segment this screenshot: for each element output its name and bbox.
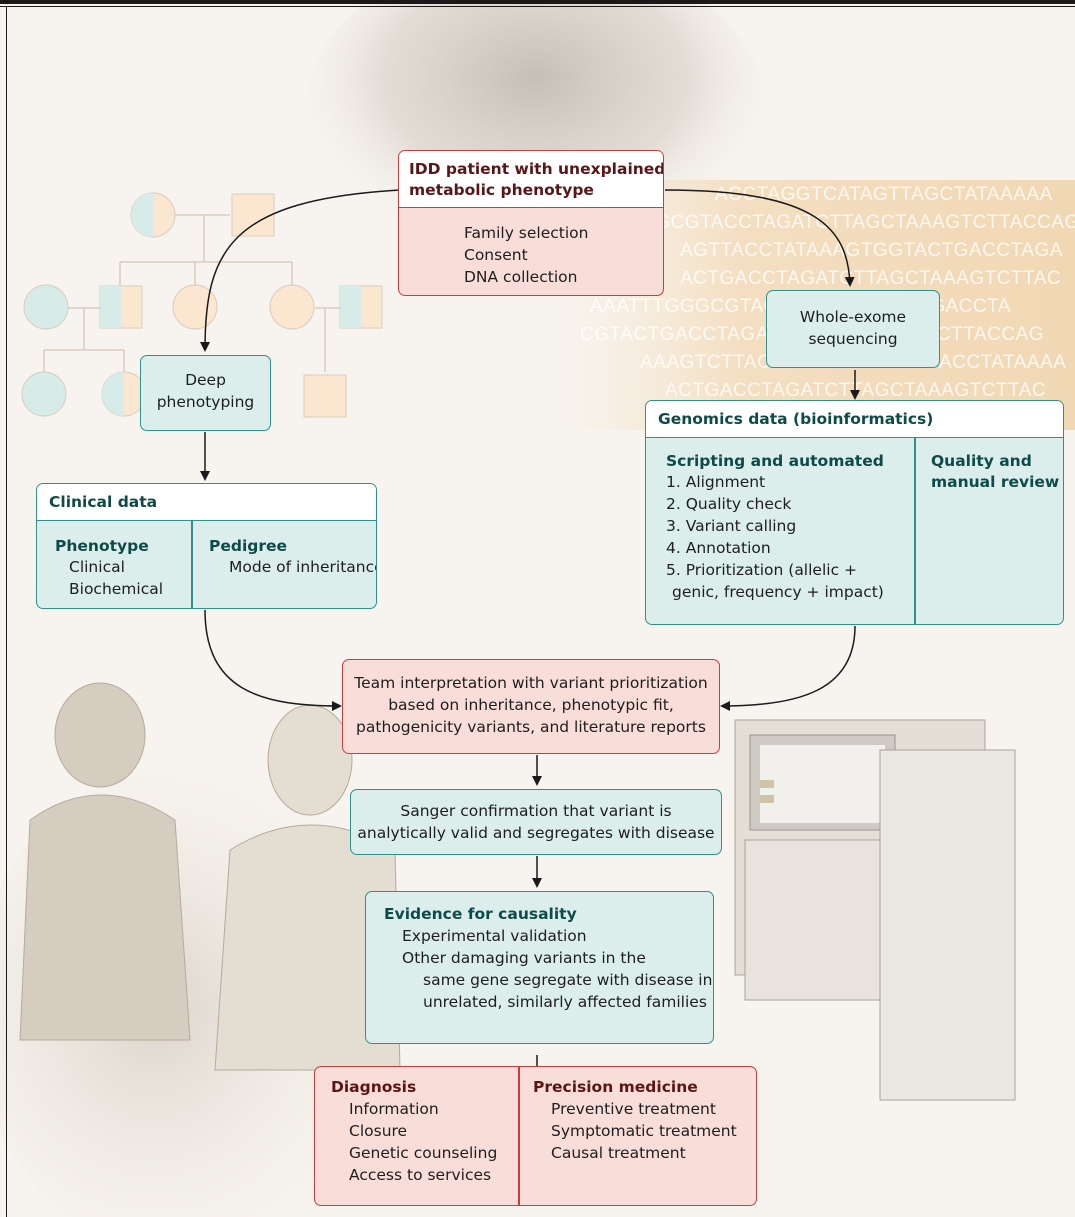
patient-figure (19, 682, 191, 1041)
arrow-to-whole-exome (664, 189, 855, 287)
outcomes-box: Diagnosis Information Closure Genetic co… (314, 1066, 757, 1206)
genomics-step: 2. Quality check (666, 495, 792, 513)
patient-box: IDD patient with unexplained metabolic p… (398, 150, 664, 296)
whole-exome-box: Whole-exome sequencing (766, 290, 940, 368)
genomics-header (646, 401, 1063, 438)
whole-exome-line2: sequencing (808, 330, 898, 348)
clinical-title: Clinical data (49, 493, 158, 511)
deep-phenotyping-box: Deep phenotyping (140, 355, 271, 431)
diagnosis-title: Diagnosis (331, 1078, 417, 1096)
patient-item: DNA collection (464, 268, 578, 286)
frame-border-top (0, 0, 1075, 4)
evidence-item: unrelated, similarly affected families (423, 993, 707, 1011)
pedigree-half-affected-female (130, 192, 176, 238)
patient-item: Family selection (464, 224, 589, 242)
pedigree-half-affected-male (339, 285, 383, 329)
team-line2: based on inheritance, phenotypic fit, (388, 696, 674, 714)
genomics-step: 3. Variant calling (666, 517, 797, 535)
dna-row: ACCTAGGTCATAGTTAGCTATAAAAA (715, 184, 1053, 205)
dna-row: GGCGTACCTAGATCTTAGCTAAAGTCTTACCAG (640, 212, 1075, 233)
sanger-box: Sanger confirmation that variant is anal… (350, 789, 722, 855)
genomics-box: Genomics data (bioinformatics) Scripting… (645, 400, 1064, 625)
dna-row: ACTGACCTAGATCTTAGCTAAAGTCTTAC (680, 268, 1062, 289)
evidence-title: Evidence for causality (384, 905, 577, 923)
diagnosis-item: Closure (349, 1122, 408, 1140)
sequencer-machine (734, 719, 1016, 1101)
evidence-item: Other damaging variants in the (402, 949, 646, 967)
diagnosis-item: Genetic counseling (349, 1144, 498, 1162)
genomics-step: 5. Prioritization (allelic + (666, 561, 858, 579)
deep-phenotyping-line2: phenotyping (156, 393, 255, 411)
precision-item: Symptomatic treatment (551, 1122, 737, 1140)
outcomes-divider (518, 1067, 520, 1205)
pedigree-female (23, 284, 69, 330)
precision-title: Precision medicine (533, 1078, 698, 1096)
sanger-line1: Sanger confirmation that variant is (400, 802, 672, 820)
team-line1: Team interpretation with variant priorit… (354, 674, 708, 692)
sanger-line2: analytically valid and segregates with d… (357, 824, 715, 842)
evidence-box: Evidence for causality Experimental vali… (365, 891, 714, 1044)
quality-title-line1: Quality and (931, 452, 1032, 470)
frame-border-left (6, 6, 7, 1217)
pedigree-item: Mode of inheritance (229, 558, 377, 576)
scripting-title: Scripting and automated (666, 452, 884, 470)
pedigree-male (303, 374, 347, 418)
whole-exome-line1: Whole-exome (799, 308, 907, 326)
clinical-divider (191, 520, 193, 608)
pedigree-female (21, 371, 67, 417)
quality-title-line2: manual review (931, 473, 1060, 491)
frame-border-top-thin (0, 6, 1075, 7)
genomics-step: genic, frequency + impact) (672, 583, 884, 601)
genomics-step: 1. Alignment (666, 473, 766, 491)
phenotype-item: Clinical (69, 558, 125, 576)
diagnosis-item: Access to services (349, 1166, 492, 1184)
arrow-clinical-to-team (204, 609, 342, 711)
patient-title-line2: metabolic phenotype (409, 181, 594, 199)
deep-phenotyping-line1: Deep (185, 371, 226, 389)
team-interpretation-box: Team interpretation with variant priorit… (342, 659, 720, 754)
genomics-divider (914, 437, 916, 624)
dna-row: AGTTACCTATAAAGTGGTACTGACCTAGA (680, 240, 1063, 261)
team-line3: pathogenicity variants, and literature r… (356, 718, 706, 736)
diagnosis-item: Information (349, 1100, 439, 1118)
genomics-step: 4. Annotation (666, 539, 771, 557)
arrow-genomics-to-team (720, 625, 856, 711)
genomics-title: Genomics data (bioinformatics) (658, 410, 934, 428)
pedigree-half-affected-female (101, 371, 147, 417)
phenotype-title: Phenotype (55, 537, 149, 555)
clinical-data-box: Clinical data Phenotype Clinical Biochem… (36, 483, 377, 609)
clinical-header (37, 484, 376, 521)
pedigree-title: Pedigree (209, 537, 288, 555)
patient-title-line1: IDD patient with unexplained (409, 160, 664, 178)
pedigree-male (231, 193, 275, 237)
doctor-figure (214, 704, 401, 1071)
precision-item: Preventive treatment (551, 1100, 716, 1118)
precision-item: Causal treatment (551, 1144, 686, 1162)
phenotype-item: Biochemical (69, 580, 164, 598)
patient-item: Consent (464, 246, 528, 264)
arrow-to-deep-phenotyping (200, 189, 401, 352)
evidence-item: Experimental validation (402, 927, 587, 945)
patient-box-header (399, 151, 663, 208)
pedigree-female (269, 284, 315, 330)
evidence-item: same gene segregate with disease in (423, 971, 713, 989)
pedigree-half-affected-male (99, 285, 143, 329)
